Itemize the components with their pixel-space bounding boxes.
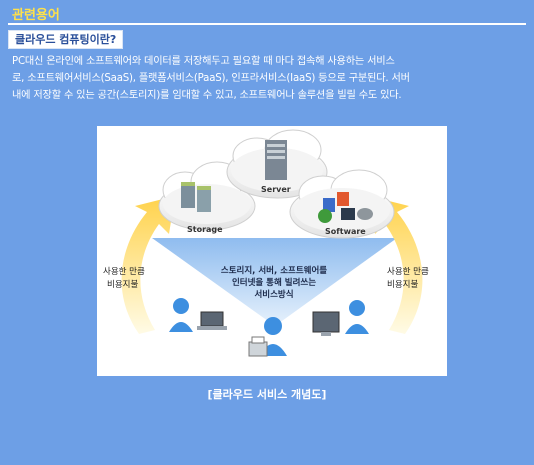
storage-label: Storage xyxy=(187,225,223,234)
user-printer-icon xyxy=(248,317,287,357)
term-description: PC대신 온라인에 소프트웨어와 데이터를 저장해두고 필요할 때 마다 접속해… xyxy=(12,56,410,101)
right-text-line-1: 사용한 만큼 xyxy=(387,267,429,277)
section-heading: 관련용어 xyxy=(12,8,60,23)
storage-cloud-icon xyxy=(158,161,256,231)
left-arrow-icon xyxy=(121,196,175,334)
term-title: 클라우드 컴퓨팅이란? xyxy=(8,30,124,49)
server-label: Server xyxy=(261,185,291,194)
left-text-line-2: 비용지불 xyxy=(107,279,138,290)
center-text-line-2: 인터넷을 통해 빌려쓰는 xyxy=(232,277,316,288)
service-funnel xyxy=(152,238,397,326)
cloud-service-diagram: Storage Server Software 스토리지, 서버, 소프트웨어를… xyxy=(97,126,447,376)
center-text-line-1: 스토리지, 서버, 소프트웨어를 xyxy=(221,265,327,276)
software-cloud-icon xyxy=(289,169,395,239)
center-text-line-3: 서비스방식 xyxy=(254,289,293,300)
right-arrow-icon xyxy=(369,196,423,334)
user-laptop-icon xyxy=(169,298,227,332)
left-text-line-1: 사용한 만큼 xyxy=(103,267,145,277)
right-text-line-2: 비용지불 xyxy=(387,279,418,290)
heading-underline xyxy=(8,23,526,25)
user-desktop-icon xyxy=(312,300,369,336)
diagram-caption: [클라우드 서비스 개념도] xyxy=(207,388,327,401)
software-label: Software xyxy=(325,227,366,236)
diagram-svg: Storage Server Software 스토리지, 서버, 소프트웨어를… xyxy=(103,129,429,357)
server-cloud-icon xyxy=(226,129,328,199)
